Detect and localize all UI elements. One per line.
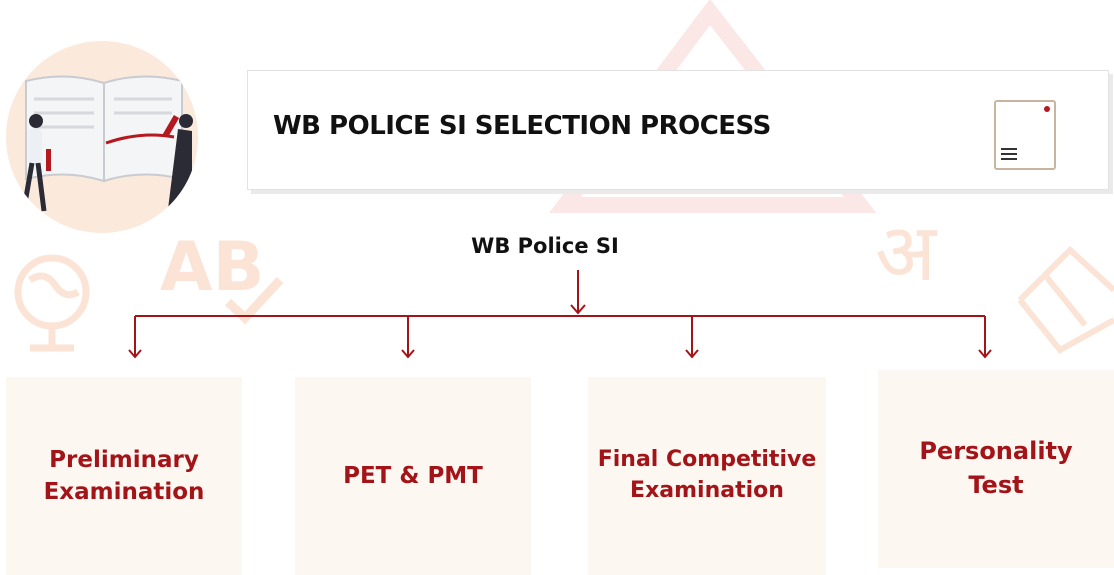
branch-arrow-3 xyxy=(685,349,699,359)
stage-label: Final Competitive Examination xyxy=(597,447,817,503)
stage-box-preliminary: Preliminary Examination xyxy=(6,377,242,575)
notification-dot xyxy=(1044,106,1050,112)
tree-root-label: WB Police SI xyxy=(471,234,619,258)
stage-label: PET & PMT xyxy=(343,462,483,489)
abc-check-icon: AB xyxy=(160,228,284,325)
stage-box-final-competitive: Final Competitive Examination xyxy=(588,377,826,575)
stage-label: Personality Test xyxy=(919,437,1073,499)
open-book-icon xyxy=(25,75,183,183)
root-arrowhead xyxy=(570,304,586,315)
abc-watermark-text: AB xyxy=(160,228,264,307)
stage-box-personality: Personality Test xyxy=(878,370,1114,568)
hero-illustration xyxy=(6,41,198,233)
book-watermark-icon xyxy=(1017,245,1114,354)
globe-icon xyxy=(14,254,90,352)
stage-label: Preliminary Examination xyxy=(43,446,205,505)
title-card: WB POLICE SI SELECTION PROCESS xyxy=(247,70,1109,190)
branch-arrow-2 xyxy=(401,349,415,359)
stage-box-pet-pmt: PET & PMT xyxy=(295,377,531,575)
document-icon xyxy=(994,100,1056,170)
hindi-letter-watermark: अ xyxy=(875,206,938,299)
menu-lines-icon xyxy=(1001,148,1017,163)
connector-lines xyxy=(128,270,992,359)
branch-arrow-1 xyxy=(128,349,142,359)
page-title: WB POLICE SI SELECTION PROCESS xyxy=(273,111,771,141)
branch-arrow-4 xyxy=(978,349,992,359)
